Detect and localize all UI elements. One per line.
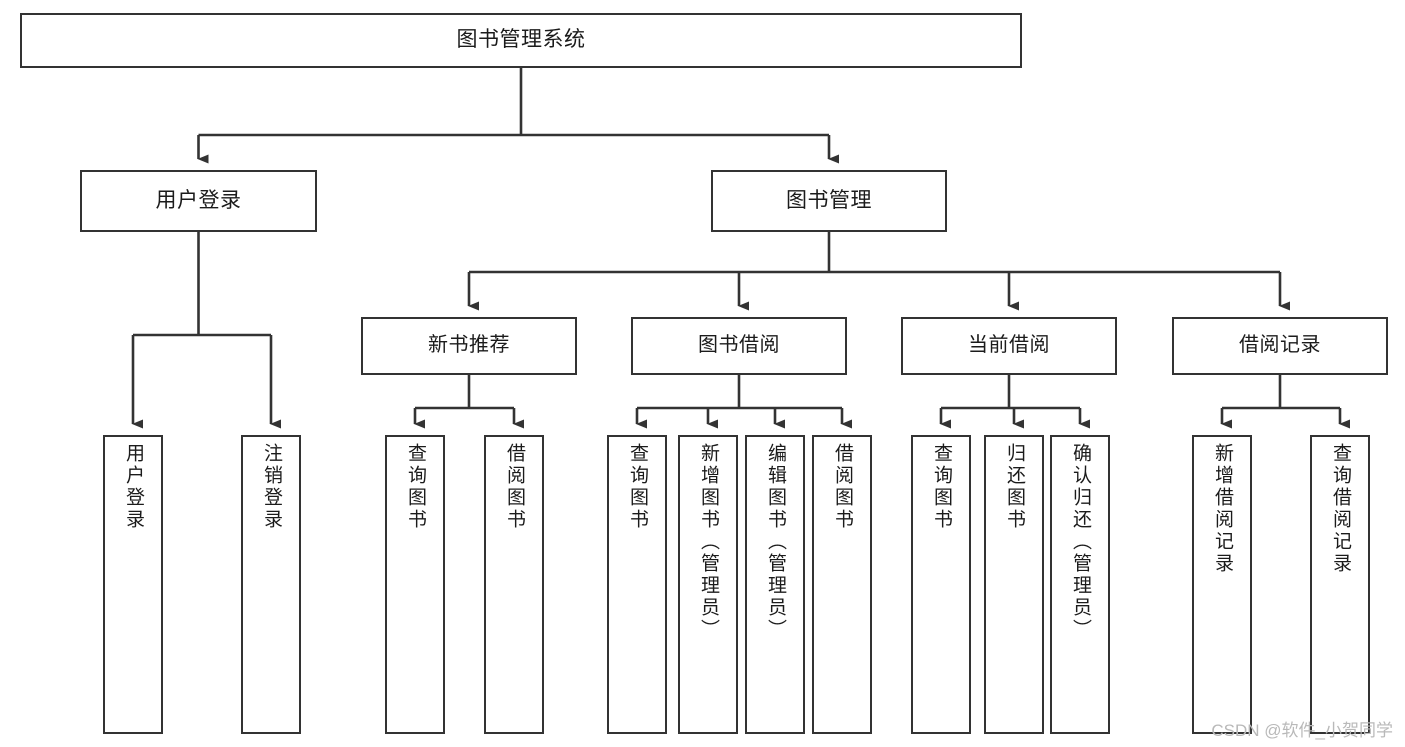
node-label: 确认归还（管理员）: [1069, 443, 1091, 641]
node-label: 图书借阅: [698, 334, 780, 357]
node-label: 借阅图书: [503, 443, 525, 531]
node-label: 新增借阅记录: [1211, 443, 1233, 575]
node-leaf-rec-query[interactable]: 查询借阅记录: [1310, 435, 1370, 734]
node-leaf-nb-query[interactable]: 查询图书: [385, 435, 445, 734]
node-leaf-nb-borrow[interactable]: 借阅图书: [484, 435, 544, 734]
node-label: 用户登录: [155, 188, 242, 212]
node-l2-newbook[interactable]: 新书推荐: [361, 317, 577, 375]
node-leaf-bw-edit[interactable]: 编辑图书（管理员）: [745, 435, 805, 734]
node-label: 查询图书: [930, 443, 952, 531]
node-label: 查询图书: [626, 443, 648, 531]
node-label: 借阅图书: [831, 443, 853, 531]
node-leaf-user-logout[interactable]: 注销登录: [241, 435, 301, 734]
node-l2-borrow[interactable]: 图书借阅: [631, 317, 847, 375]
node-label: 查询借阅记录: [1329, 443, 1351, 575]
node-l1-login[interactable]: 用户登录: [80, 170, 317, 232]
node-label: 编辑图书（管理员）: [764, 443, 786, 641]
node-label: 当前借阅: [968, 334, 1050, 357]
node-label: 图书管理: [786, 188, 872, 212]
node-leaf-user-login[interactable]: 用户登录: [103, 435, 163, 734]
csdn-watermark: CSDN @软件_小贺同学: [1211, 721, 1393, 740]
node-leaf-cur-query[interactable]: 查询图书: [911, 435, 971, 734]
node-l2-current[interactable]: 当前借阅: [901, 317, 1117, 375]
node-label: 查询图书: [404, 443, 426, 531]
node-label: 图书管理系统: [456, 28, 586, 52]
node-label: 借阅记录: [1239, 334, 1321, 357]
node-leaf-cur-confirm[interactable]: 确认归还（管理员）: [1050, 435, 1110, 734]
node-leaf-bw-borrow[interactable]: 借阅图书: [812, 435, 872, 734]
node-leaf-cur-return[interactable]: 归还图书: [984, 435, 1044, 734]
node-l2-record[interactable]: 借阅记录: [1172, 317, 1388, 375]
node-label: 归还图书: [1003, 443, 1025, 531]
node-label: 用户登录: [122, 443, 144, 531]
node-root[interactable]: 图书管理系统: [20, 13, 1022, 68]
node-leaf-bw-add[interactable]: 新增图书（管理员）: [678, 435, 738, 734]
node-leaf-bw-query[interactable]: 查询图书: [607, 435, 667, 734]
node-label: 新增图书（管理员）: [697, 443, 719, 641]
node-label: 注销登录: [260, 443, 282, 531]
node-leaf-rec-add[interactable]: 新增借阅记录: [1192, 435, 1252, 734]
node-label: 新书推荐: [428, 334, 510, 357]
node-l1-books[interactable]: 图书管理: [711, 170, 947, 232]
